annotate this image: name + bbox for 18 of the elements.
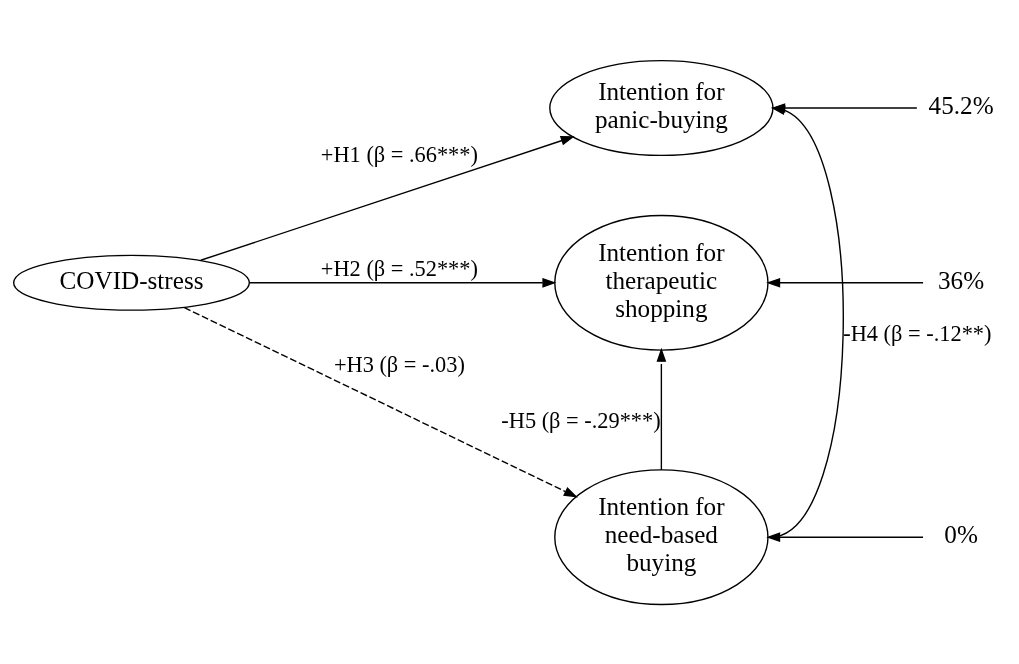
arrow (200, 135, 575, 261)
edge-label: +H2 (β = .52***) (320, 255, 478, 281)
node-text: 0% (944, 520, 978, 548)
arrow (766, 531, 924, 542)
node-text: 36% (938, 266, 985, 294)
edge-label: -H5 (β = -.29***) (501, 407, 661, 433)
arrow (766, 277, 924, 288)
edge-label: +H3 (β = -.03) (333, 351, 465, 377)
node-ellipse: COVID-stress (12, 254, 251, 311)
node-ellipse: Intention for therapeutic shopping (554, 214, 769, 351)
arrow (183, 306, 578, 498)
node-text: 45.2% (928, 91, 994, 119)
arrow (248, 277, 557, 288)
node-ellipse: Intention for panic-buying (549, 59, 774, 156)
edge-label: +H1 (β = .66***) (320, 141, 478, 167)
edge-label: -H4 (β = -.12**) (843, 320, 992, 346)
node-ellipse: Intention for need-based buying (554, 468, 769, 605)
arrow (656, 347, 667, 471)
